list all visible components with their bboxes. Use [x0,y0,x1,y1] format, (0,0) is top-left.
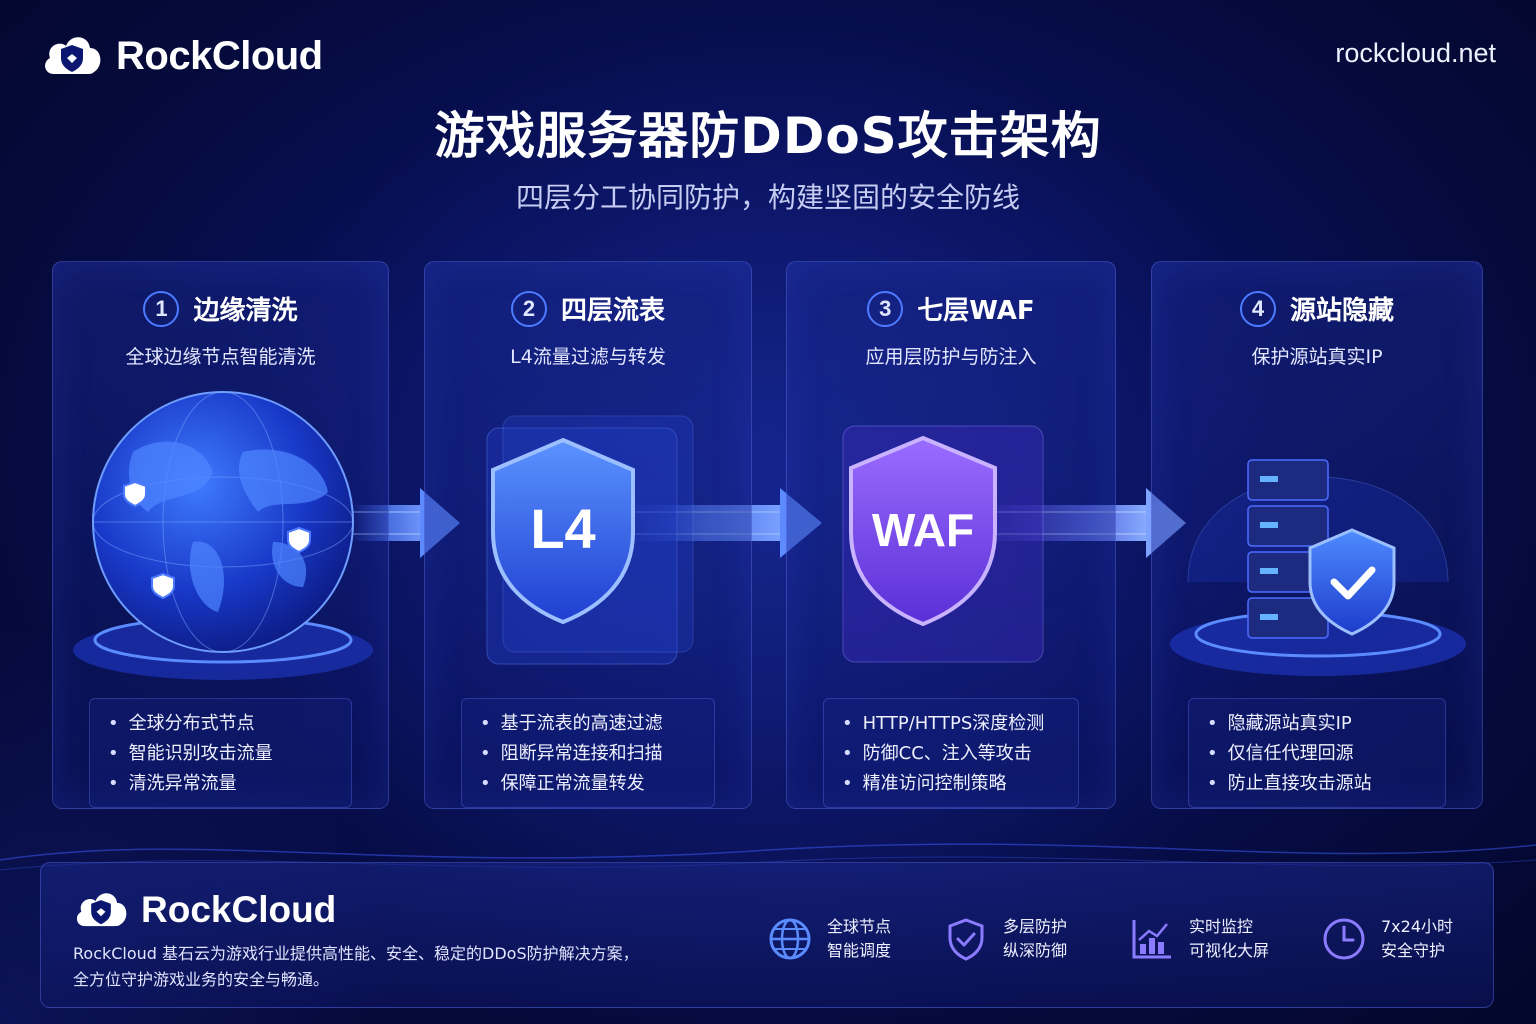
globe-icon [73,391,373,680]
feature-line: 可视化大屏 [1189,941,1270,960]
list-item: 保障正常流量转发 [480,769,714,799]
footer-brand[interactable]: RockCloud [71,885,336,935]
footer-panel: RockCloud RockCloud 基石云为游戏行业提供高性能、安全、稳定的… [40,862,1494,1008]
page-subtitle: 四层分工协同防护，构建坚固的安全防线 [515,181,1020,214]
list-item: HTTP/HTTPS深度检测 [842,709,1078,739]
layer-header: 3 七层WAF [787,290,1115,327]
clock-icon [1323,918,1365,960]
feature-text: 实时监控 可视化大屏 [1189,915,1269,963]
layer-card-l4-flow-table[interactable]: 2 四层流表 L4流量过滤与转发 L4 基于流表的高速过滤 阻断异常连接和扫描 … [424,261,752,809]
feature-line: 全球节点 [827,917,892,936]
page-title: 游戏服务器防DDoS攻击架构 [434,107,1102,165]
feature-line: 多层防护 [1003,917,1068,936]
step-number: 4 [1239,290,1276,327]
footer-description: RockCloud 基石云为游戏行业提供高性能、安全、稳定的DDoS防护解决方案… [73,941,693,993]
list-item: 仅信任代理回源 [1207,739,1445,769]
site-url[interactable]: rockcloud.net [1335,38,1496,68]
brand-name: RockCloud [116,33,323,78]
shield-waf-icon: WAF [842,425,1044,663]
footer-desc-line: 全方位守护游戏业务的安全与畅通。 [73,970,330,989]
footer-desc-line: RockCloud 基石云为游戏行业提供高性能、安全、稳定的DDoS防护解决方案… [73,944,639,963]
globe-icon [769,918,811,960]
feature-line: 安全守护 [1381,941,1446,960]
brand[interactable]: RockCloud [40,28,323,84]
step-number: 3 [867,290,904,327]
server-visual [1152,382,1482,682]
feature-monitoring: 实时监控 可视化大屏 [1129,915,1269,963]
layer-card-edge-scrubbing[interactable]: 1 边缘清洗 全球边缘节点智能清洗 [52,261,389,809]
step-number: 1 [143,290,180,327]
feature-text: 多层防护 纵深防御 [1003,915,1067,963]
list-item: 防止直接攻击源站 [1207,769,1445,799]
waf-badge-text: WAF [872,504,974,556]
layer-description: L4流量过滤与转发 [510,346,666,368]
layer-description: 保护源站真实IP [1251,346,1383,368]
list-item: 阻断异常连接和扫描 [480,739,714,769]
layer-title: 四层流表 [560,296,665,326]
layer-bullets: HTTP/HTTPS深度检测 防御CC、注入等攻击 精准访问控制策略 [823,698,1079,808]
list-item: 清洗异常流量 [108,769,351,799]
feature-line: 实时监控 [1189,917,1254,936]
layer-description: 全球边缘节点智能清洗 [125,346,316,368]
layer-header: 1 边缘清洗 [53,290,388,327]
layer-title: 七层WAF [917,296,1035,326]
feature-24x7: 7x24小时 安全守护 [1321,915,1453,963]
list-item: 基于流表的高速过滤 [480,709,714,739]
feature-text: 7x24小时 安全守护 [1381,915,1453,963]
list-item: 智能识别攻击流量 [108,739,351,769]
waf-shield-visual: WAF [787,382,1115,682]
feature-line: 7x24小时 [1381,917,1454,936]
list-item: 精准访问控制策略 [842,769,1078,799]
layer-title: 源站隐藏 [1289,296,1394,326]
list-item: 防御CC、注入等攻击 [842,739,1078,769]
layer-bullets: 隐藏源站真实IP 仅信任代理回源 防止直接攻击源站 [1188,698,1446,808]
feature-line: 纵深防御 [1003,941,1068,960]
layer-description: 应用层防护与防注入 [865,346,1037,368]
layer-card-l7-waf[interactable]: 3 七层WAF 应用层防护与防注入 WAF HTTP/HTTPS深度检测 防御C… [786,261,1116,809]
chart-icon [1132,920,1171,959]
layer-title: 边缘清洗 [193,296,298,326]
layer-bullets: 全球分布式节点 智能识别攻击流量 清洗异常流量 [89,698,352,808]
cloud-shield-logo-icon [45,37,101,74]
l4-shield-visual: L4 [425,382,751,682]
feature-multi-layer: 多层防护 纵深防御 [943,915,1067,963]
layer-bullets: 基于流表的高速过滤 阻断异常连接和扫描 保障正常流量转发 [461,698,715,808]
cloud-shield-logo-icon [76,893,127,927]
shield-check-icon [948,918,984,961]
feature-text: 全球节点 智能调度 [827,915,891,963]
step-number: 2 [510,290,547,327]
globe-visual [53,382,388,682]
l4-badge-text: L4 [530,497,595,560]
feature-global-nodes: 全球节点 智能调度 [767,915,891,963]
list-item: 隐藏源站真实IP [1207,709,1445,739]
layer-header: 4 源站隐藏 [1152,290,1482,327]
server-shield-icon [1170,459,1466,676]
layer-card-origin-hiding[interactable]: 4 源站隐藏 保护源站真实IP [1151,261,1483,809]
list-item: 全球分布式节点 [108,709,351,739]
footer-brand-name: RockCloud [141,889,337,930]
shield-l4-icon: L4 [486,415,694,665]
feature-line: 智能调度 [827,941,892,960]
layer-header: 2 四层流表 [425,290,751,327]
